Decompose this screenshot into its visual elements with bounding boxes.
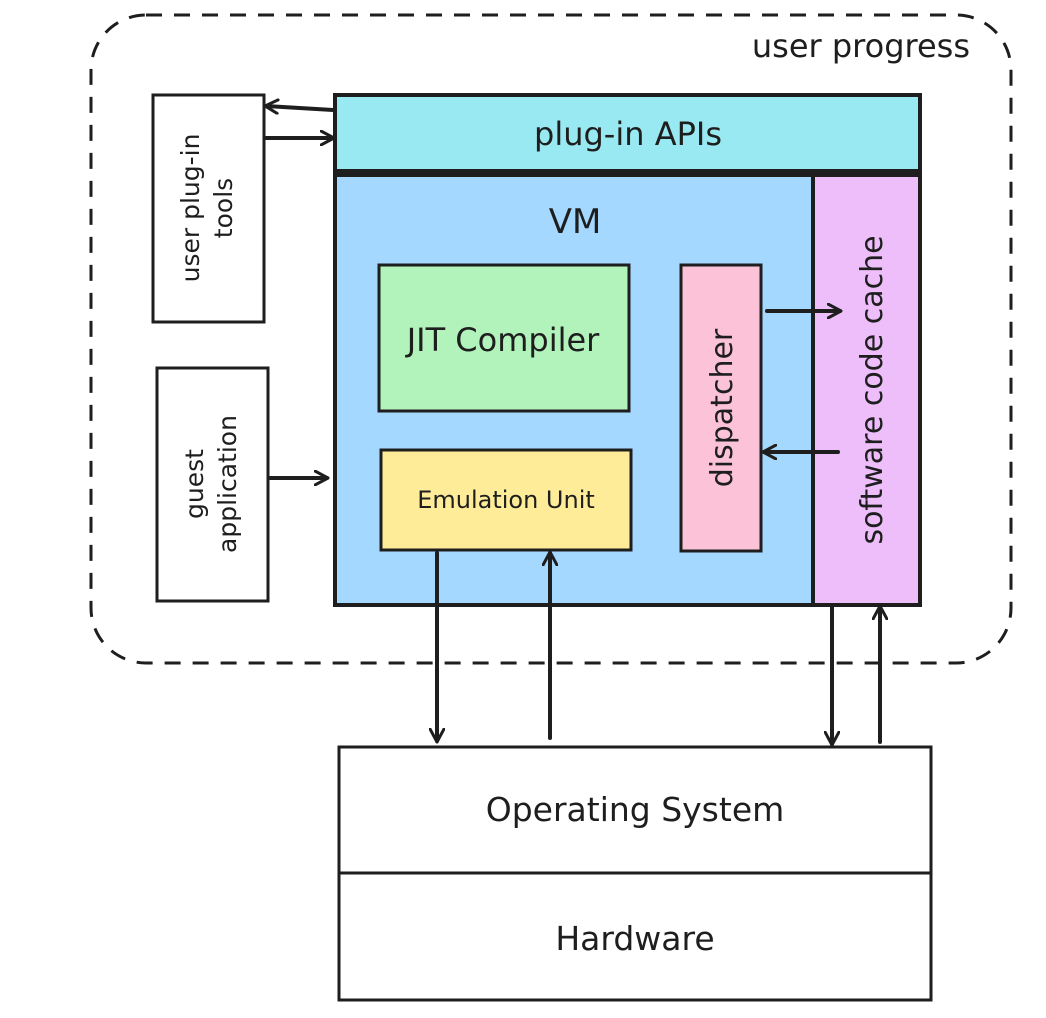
operating-system-label: Operating System — [486, 790, 785, 829]
user-plugin-tools-label-line1: user plug-in — [176, 134, 205, 283]
guest-application-label-group: guest application — [180, 415, 242, 553]
dispatcher-label: dispatcher — [705, 328, 740, 487]
dispatcher-box[interactable] — [679, 263, 763, 553]
guest-application-label-line2: application — [213, 415, 242, 553]
emulation-unit-box[interactable] — [379, 448, 633, 552]
user-progress-label: user progress — [752, 27, 970, 65]
operating-system-box[interactable] — [337, 745, 933, 875]
hardware-box[interactable] — [337, 871, 933, 1002]
arrow-apis-to-plugin-tools — [266, 106, 335, 110]
user-plugin-tools-label-line2: tools — [209, 178, 238, 238]
user-plugin-tools-box[interactable] — [151, 93, 266, 324]
plugin-apis-box[interactable] — [333, 93, 922, 173]
jit-compiler-box[interactable] — [377, 263, 631, 413]
plugin-apis-label: plug-in APIs — [534, 115, 722, 153]
software-code-cache-box[interactable] — [811, 173, 922, 607]
jit-compiler-label: JIT Compiler — [405, 321, 600, 359]
software-code-cache-label: software code cache — [855, 235, 890, 544]
emulation-unit-label: Emulation Unit — [417, 486, 595, 514]
user-progress-boundary — [89, 13, 1013, 665]
guest-application-label-line1: guest — [180, 449, 209, 519]
user-plugin-tools-label-group: user plug-in tools — [176, 134, 238, 283]
vm-label: VM — [549, 202, 602, 242]
guest-application-box[interactable] — [155, 366, 270, 603]
hardware-label: Hardware — [555, 919, 714, 958]
